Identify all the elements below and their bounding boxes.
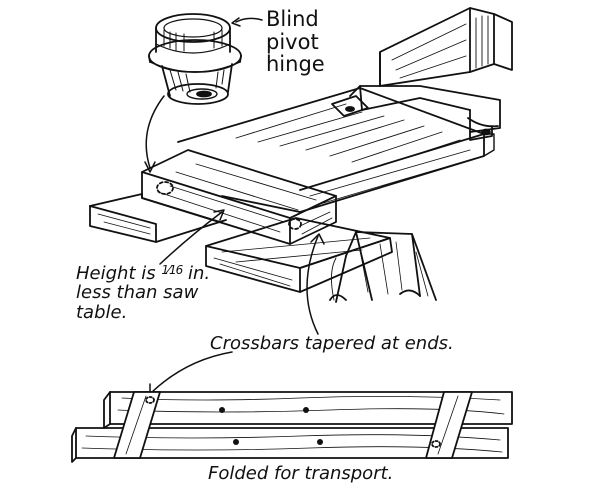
height-label-line-3: table. <box>76 301 128 323</box>
height-label-line-1: Height is 1⁄16 in. <box>76 263 211 284</box>
height-prefix: Height is <box>76 263 162 284</box>
hinge-label-line-2: pivot <box>266 29 319 54</box>
hinge-label: Blind pivot hinge <box>266 8 325 76</box>
crossbar <box>205 217 393 293</box>
hinge-label-line-3: hinge <box>266 52 325 77</box>
height-fraction: 1⁄16 <box>161 263 183 277</box>
pivot-block <box>141 149 337 245</box>
stand-legs <box>329 231 437 303</box>
height-label: Height is 1⁄16 in. less than saw table. <box>76 263 211 323</box>
folded-assembly <box>71 391 513 463</box>
height-label-line-2: less than saw <box>76 282 199 304</box>
height-suffix: in. <box>182 263 211 284</box>
folded-label: Folded for transport. <box>208 463 394 484</box>
saw-fence <box>379 7 513 87</box>
outfeed-board <box>177 87 495 213</box>
lower-left-board <box>89 193 227 243</box>
blind-pivot-hinge <box>148 13 242 105</box>
taper-label: Crossbars tapered at ends. <box>210 333 454 354</box>
hinge-label-line-1: Blind <box>266 7 319 31</box>
